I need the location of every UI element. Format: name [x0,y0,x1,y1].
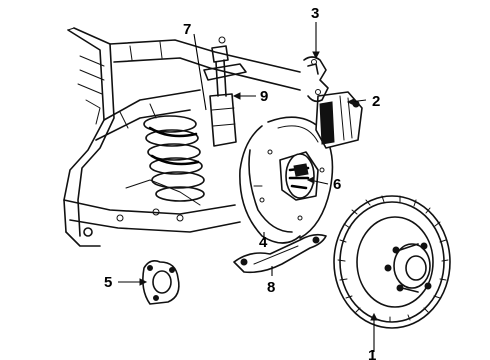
callout-5: 5 [104,274,112,291]
callout-6: 6 [333,176,341,193]
caliper-bracket [303,56,329,103]
callout-9: 9 [260,88,268,105]
leader-7 [193,33,207,111]
leader-lines [118,22,378,352]
steering-knuckle [279,151,319,201]
brake-caliper [315,91,363,149]
spindle-bracket [142,260,180,305]
frame-rail [63,27,301,247]
coil-spring [143,115,205,202]
callout-3: 3 [311,5,319,22]
steering-arm [233,233,327,274]
hub-and-rotor [333,195,451,329]
callout-1: 1 [368,347,376,360]
callout-2: 2 [372,93,380,110]
callout-4: 4 [259,234,268,251]
shock-absorber [203,36,247,147]
callout-7: 7 [183,21,191,38]
splash-shield [239,116,334,244]
callout-8: 8 [267,279,275,296]
